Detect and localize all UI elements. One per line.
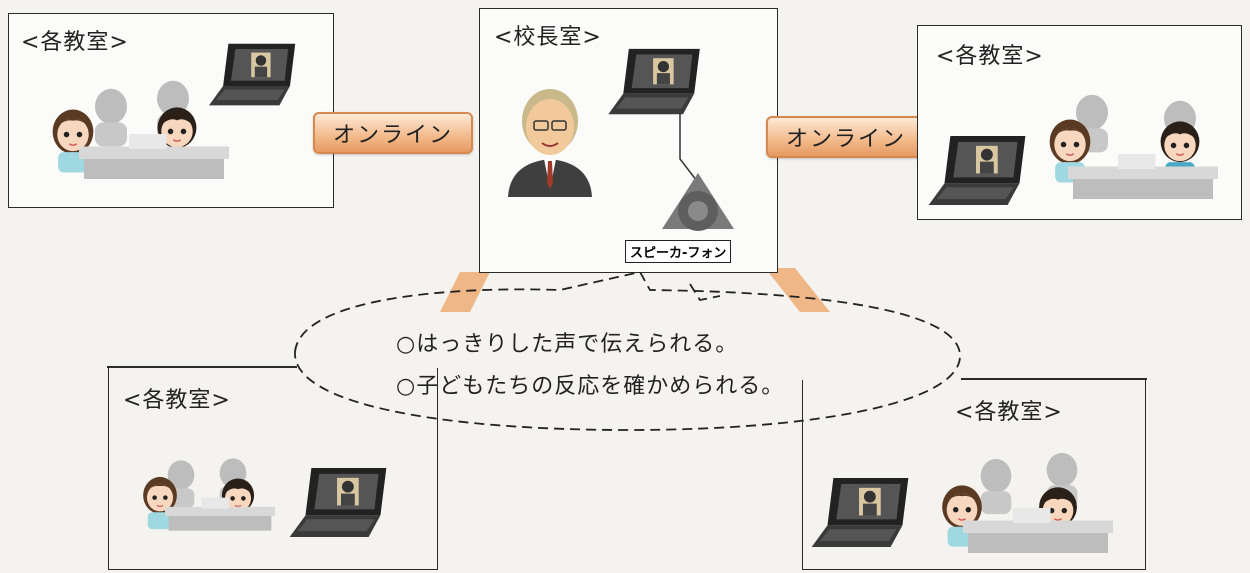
desk-icon	[963, 508, 1113, 558]
principal-room: <校長室> スピーカ-フォン	[479, 8, 778, 273]
classroom-label: <各教室>	[936, 44, 1044, 69]
bubble-point-1: ○はっきりした声で伝えられる。	[396, 332, 739, 357]
classroom-bottom-right: <各教室>	[802, 378, 1147, 570]
speakerphone-label: スピーカ-フォン	[625, 240, 732, 263]
principal-room-label: <校長室>	[494, 25, 602, 50]
bubble-point-2: ○子どもたちの反応を確かめられる。	[396, 374, 785, 399]
frame-top	[961, 378, 1147, 380]
classroom-bottom-left: <各教室>	[107, 366, 438, 570]
frame-top	[107, 366, 297, 368]
laptop-icon	[289, 466, 389, 540]
classroom-top-left: <各教室>	[8, 13, 334, 208]
online-tag-right: オンライン	[766, 116, 926, 158]
speakerphone-icon	[662, 173, 734, 231]
classroom-top-right: <各教室>	[917, 25, 1242, 220]
laptop-icon	[811, 476, 911, 550]
desk-icon	[165, 496, 275, 536]
cable-line	[679, 113, 701, 186]
classroom-label: <各教室>	[21, 30, 129, 55]
principal-icon	[508, 89, 592, 197]
classroom-label: <各教室>	[955, 400, 1063, 425]
online-tag-left: オンライン	[313, 112, 473, 154]
classroom-label: <各教室>	[123, 388, 231, 413]
